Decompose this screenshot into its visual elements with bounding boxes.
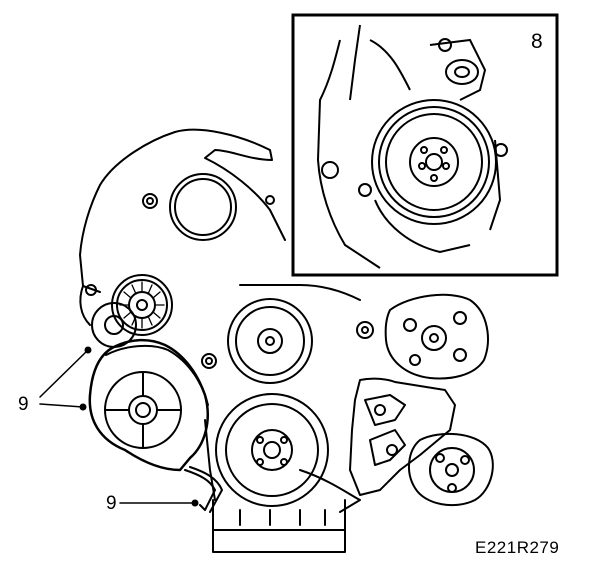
leader-line-9 <box>39 349 196 504</box>
starter-motor-inset <box>445 59 479 85</box>
leader-dot <box>191 499 199 507</box>
seal-label-9-bottom: 9 <box>106 493 117 514</box>
belt-tensioner-pulley <box>111 274 173 336</box>
inset-label-8: 8 <box>531 30 543 53</box>
alternator-pulley <box>384 293 489 380</box>
inset-bolt <box>494 143 508 157</box>
timing-cover-ring <box>169 173 237 241</box>
inset-detail-box <box>291 13 559 277</box>
oil-pan-seal <box>184 466 223 513</box>
flywheel <box>371 99 497 225</box>
cover-bolt <box>201 353 217 369</box>
cover-bolt <box>356 321 374 339</box>
inset-bolt <box>438 38 452 52</box>
inset-bolt <box>321 161 339 179</box>
ac-compressor-pulley <box>408 432 494 507</box>
cover-bolt <box>142 193 158 209</box>
oil-pan <box>212 499 346 553</box>
leader-dot <box>84 346 92 354</box>
leader-dot <box>79 403 87 411</box>
figure-reference-code: E221R279 <box>475 538 560 557</box>
engine-block-outline <box>79 128 361 513</box>
cover-bolt <box>85 284 97 296</box>
engine-housing-inset <box>316 24 502 269</box>
inset-bolt <box>358 183 372 197</box>
seal-label-9-left: 9 <box>18 394 29 415</box>
crankshaft-pulley <box>215 393 329 507</box>
power-steering-pulley <box>227 298 313 384</box>
water-pump-pulley <box>88 338 209 472</box>
cover-bolt <box>265 195 275 205</box>
accessory-bracket <box>349 377 456 496</box>
